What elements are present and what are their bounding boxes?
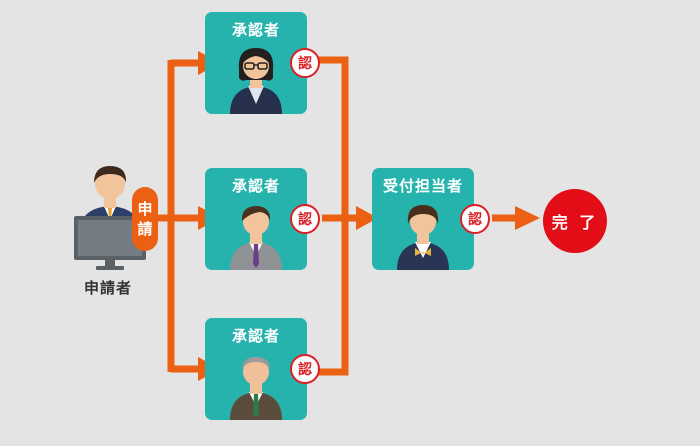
approval-seal-bottom: 認 [290, 354, 320, 384]
receiver-seal: 認 [460, 204, 490, 234]
arrowhead-receiver [356, 206, 378, 230]
approver-title: 承認者 [231, 177, 280, 195]
approver-title: 承認者 [231, 21, 280, 39]
woman-with-glasses-icon [230, 48, 282, 114]
receptionist-icon [397, 205, 449, 270]
approval-seal-top: 認 [290, 48, 320, 78]
person-at-computer-icon [74, 166, 146, 270]
receiver-card: 受付担当者 [372, 168, 474, 270]
man-purple-tie-icon [230, 206, 282, 270]
complete-node: 完 了 [543, 189, 607, 253]
apply-label: 申 請 [132, 187, 158, 251]
older-man-green-tie-icon [230, 357, 282, 420]
receiver-title: 受付担当者 [382, 177, 463, 195]
applicant-label: 申請者 [83, 279, 132, 297]
approval-seal-middle: 認 [290, 204, 320, 234]
apply-label-char: 申 [137, 200, 153, 218]
apply-label-char: 請 [137, 220, 153, 238]
arrowhead-complete [515, 206, 540, 230]
approver-title: 承認者 [231, 327, 280, 345]
